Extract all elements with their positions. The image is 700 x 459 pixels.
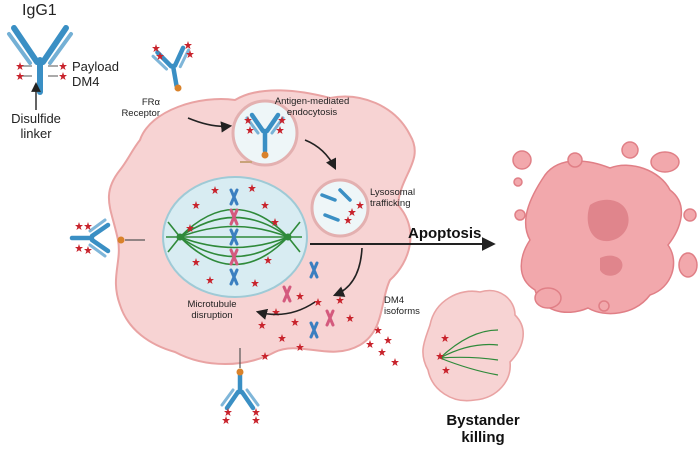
bystander-cell — [422, 289, 524, 402]
legend-title: IgG1 — [22, 2, 57, 19]
linker-label-line1: Disulfide — [11, 111, 61, 126]
apoptotic-cell — [512, 141, 698, 315]
lysosomal-label: Lysosomal trafficking — [370, 187, 416, 209]
microtubule-label-line1: Microtubule — [187, 299, 237, 310]
process-arrows — [187, 117, 496, 320]
endosome-vesicle — [231, 99, 299, 167]
microtubule-label-line2: disruption — [191, 309, 233, 321]
mitotic-spindle — [162, 176, 308, 298]
receptor-label: FRα Receptor — [104, 97, 160, 119]
bystander-label-line2: killing — [461, 428, 505, 446]
legend-linker-label: Disulfide linker — [4, 111, 68, 141]
payload-label-line1: Payload — [72, 59, 119, 74]
endocytosis-label: Antigen-mediated endocytosis — [262, 96, 362, 118]
bystander-label-line1: Bystander — [446, 412, 520, 429]
adc-left-antibody — [72, 220, 145, 256]
linker-label-line2: linker — [20, 125, 52, 141]
receptor-label-line2: Receptor — [121, 107, 160, 119]
isoforms-label-line1: DM4 — [384, 295, 405, 306]
isoforms-label-line2: isoforms — [384, 305, 420, 317]
lysosome-vesicle — [310, 178, 370, 238]
legend-payload-label: Payload DM4 — [72, 59, 119, 89]
endocytosis-label-line1: Antigen-mediated — [274, 96, 350, 107]
endocytosis-label-line2: endocytosis — [286, 106, 338, 118]
apoptosis-label: Apoptosis — [408, 225, 482, 242]
receptor-label-line1: FRα — [141, 97, 160, 108]
bystander-label: Bystander killing — [428, 412, 538, 447]
legend-antibody-icon — [7, 25, 73, 110]
isoforms-label: DM4 isoforms — [384, 295, 420, 317]
lysosomal-label-line1: Lysosomal — [370, 187, 416, 198]
microtubule-label: Microtubule disruption — [176, 299, 248, 321]
adc-bottom-antibody — [222, 348, 260, 424]
payload-label-line2: DM4 — [72, 73, 100, 89]
lysosomal-label-line2: trafficking — [370, 197, 411, 209]
adc-binding-antibody — [152, 41, 194, 92]
